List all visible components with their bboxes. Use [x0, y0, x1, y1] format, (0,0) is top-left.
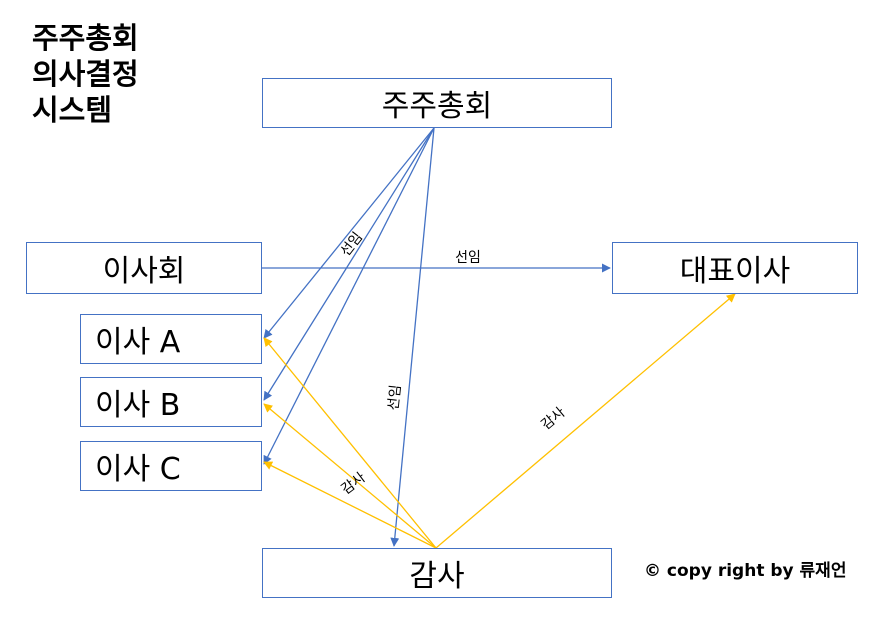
title-line: 시스템: [32, 93, 113, 127]
page-title: 주주총회 의사결정 시스템: [32, 20, 139, 128]
arrow-gm-to-director-c: [263, 127, 435, 465]
label-appoint-ceo: 선임: [455, 250, 481, 266]
box-label: 감사: [409, 559, 465, 594]
label-audit-ceo: 감사: [538, 404, 568, 433]
title-line: 의사결정: [32, 57, 139, 91]
arrow-auditor-to-director-c: [263, 461, 437, 549]
box-auditor: 감사: [262, 548, 612, 598]
box-label: 이사 C: [95, 452, 181, 487]
arrow-auditor-to-ceo: [435, 293, 736, 549]
box-general-meeting: 주주총회: [262, 78, 612, 128]
arrow-gm-to-director-a: [263, 127, 435, 339]
copyright-notice: © copy right by 류재언: [644, 561, 847, 581]
arrow-auditor-to-director-a: [263, 337, 437, 549]
label-appoint-directors: 선임: [338, 229, 366, 259]
box-label: 이사 B: [95, 388, 181, 423]
title-line: 주주총회: [32, 21, 139, 55]
box-director-c: 이사 C: [80, 441, 262, 491]
box-label: 대표이사: [679, 254, 791, 289]
box-label: 이사 A: [95, 325, 181, 360]
box-label: 이사회: [102, 254, 186, 289]
box-director-b: 이사 B: [80, 377, 262, 427]
arrow-gm-to-director-b: [263, 127, 435, 401]
box-director-a: 이사 A: [80, 314, 262, 364]
arrow-auditor-to-director-b: [263, 403, 437, 549]
arrow-gm-to-auditor: [390, 127, 435, 547]
label-audit-directors: 감사: [338, 470, 368, 498]
box-board: 이사회: [26, 242, 262, 294]
label-appoint-auditor: 선임: [386, 384, 405, 411]
box-label: 주주총회: [381, 89, 493, 124]
box-ceo: 대표이사: [612, 242, 858, 294]
